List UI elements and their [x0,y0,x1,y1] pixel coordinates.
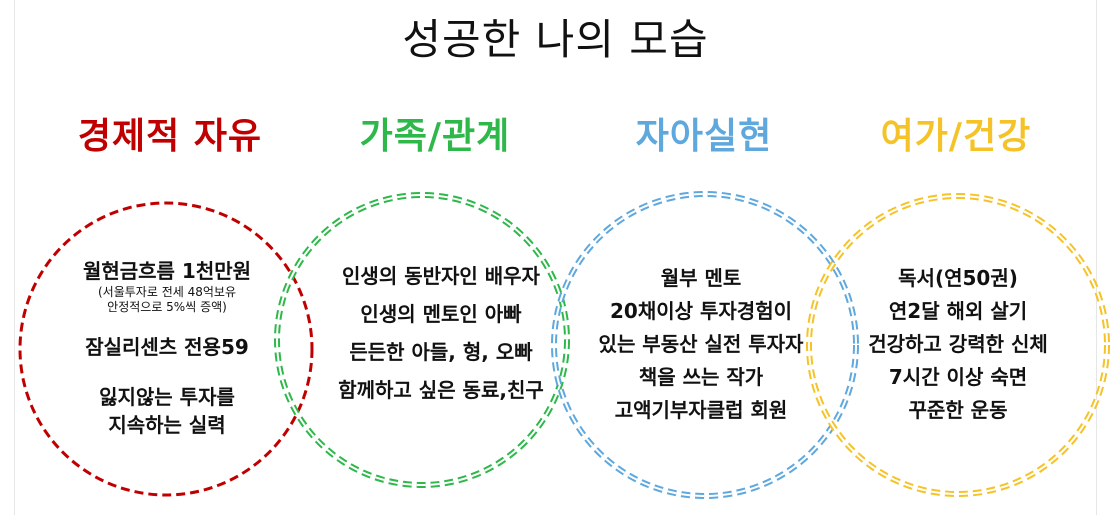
heading-self-realization: 자아실현 [635,116,773,157]
list-item: 잠실리센츠 전용59 [85,335,249,359]
circle-self-realization [551,191,859,499]
list-item: 꾸준한 운동 [908,398,1008,422]
list-item: 고액기부자클럽 회원 [614,398,788,422]
circle-leisure-health [806,193,1110,497]
list-item: 월현금흐름 1천만원 [82,259,252,283]
heading-leisure-health: 여가/건강 [880,116,1032,157]
circle-economic-freedom [18,201,314,497]
list-item: 독서(연50권) [898,266,1018,290]
list-item-note: (서울투자로 전세 48억보유 [98,285,236,299]
list-item: 함께하고 싶은 동료,친구 [338,378,544,402]
circle-family-relations [274,192,570,488]
list-item: 책을 쓰는 작가 [638,365,764,389]
list-item: 인생의 멘토인 아빠 [360,302,522,326]
list-item: 잃지않는 투자를 [99,385,235,409]
list-item: 있는 부동산 실전 투자자 [598,332,804,356]
heading-family-relations: 가족/관계 [359,116,511,157]
page-title: 성공한 나의 모습 [402,15,709,64]
list-item: 지속하는 실력 [108,413,226,437]
list-item: 든든한 아들, 형, 오빠 [349,340,533,364]
list-item: 7시간 이상 숙면 [888,365,1028,389]
items-family-relations: 인생의 동반자인 배우자 인생의 멘토인 아빠 든든한 아들, 형, 오빠 함께… [306,257,576,409]
items-leisure-health: 독서(연50권) 연2달 해외 살기 건강하고 강력한 신체 7시간 이상 숙면… [823,262,1093,427]
list-item: 인생의 동반자인 배우자 [342,264,540,288]
left-border [14,0,15,515]
list-item: 20채이상 투자경험이 [610,299,792,323]
items-economic-freedom: 월현금흐름 1천만원 (서울투자로 전세 48억보유 안정적으로 5%씩 증액)… [32,257,302,439]
right-border [1096,0,1097,515]
heading-economic-freedom: 경제적 자유 [77,116,263,157]
list-item: 건강하고 강력한 신체 [868,332,1048,356]
list-item: 월부 멘토 [660,266,742,290]
items-self-realization: 월부 멘토 20채이상 투자경험이 있는 부동산 실전 투자자 책을 쓰는 작가… [566,262,836,427]
list-item: 연2달 해외 살기 [888,299,1028,323]
list-item-note: 안정적으로 5%씩 증액) [107,300,227,314]
